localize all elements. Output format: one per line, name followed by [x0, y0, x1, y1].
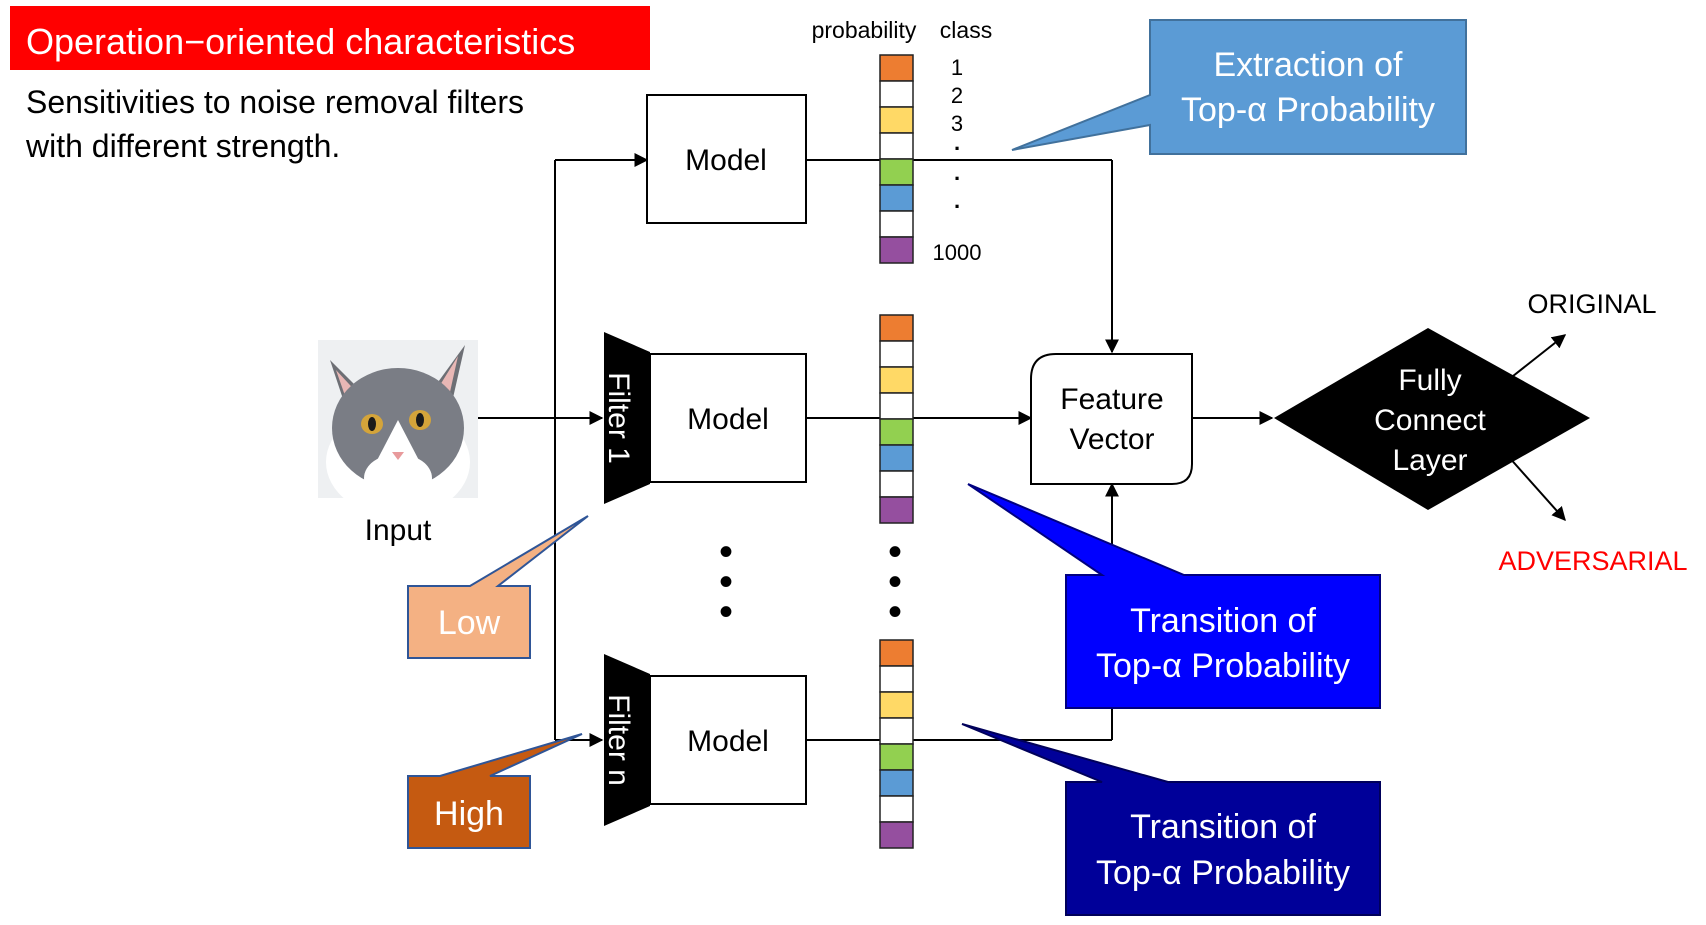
probability-column-header: probability: [812, 17, 917, 43]
high-strength-label: High: [434, 795, 504, 833]
ellipsis-dot: •: [719, 560, 733, 604]
ellipsis-dot: •: [719, 590, 733, 634]
extraction-callout-line-1: Extraction of: [1214, 46, 1404, 84]
probability-cell: [879, 717, 914, 745]
probability-cell: [879, 340, 914, 368]
transition-callout-1: Transition of Top-α Probability: [967, 483, 1381, 709]
probability-cell: [879, 444, 914, 472]
description-line-1: Sensitivities to noise removal filters: [26, 84, 524, 120]
probability-cell: [879, 132, 914, 160]
description-line-2: with different strength.: [25, 128, 340, 164]
probability-vector-filter-1: [879, 314, 914, 524]
output-adversarial: ADVERSARIAL: [1498, 546, 1687, 576]
transition-callout-2: Transition of Top-α Probability: [961, 723, 1381, 916]
ellipsis-dot: •: [888, 530, 902, 574]
feature-vector-box: Feature Vector: [1030, 353, 1193, 485]
class-column-header: class: [940, 17, 992, 43]
class-label: 3: [951, 111, 963, 136]
model-top: Model: [646, 94, 807, 224]
probability-cell: [879, 366, 914, 394]
low-strength-callout: Low: [407, 515, 589, 659]
class-label: .: [954, 160, 960, 185]
filter-1-block: [604, 332, 650, 504]
probability-cell: [879, 184, 914, 212]
model-filter-1: Model: [649, 353, 807, 483]
probability-cell: [879, 210, 914, 238]
feature-vector-line-1: Feature: [1060, 383, 1163, 416]
probability-cell: [879, 691, 914, 719]
extraction-callout: Extraction of Top-α Probability: [1011, 19, 1467, 155]
probability-cell: [879, 470, 914, 498]
fc-line-1: Fully: [1398, 364, 1461, 397]
filter-n-block: [604, 654, 650, 826]
probability-cell: [879, 418, 914, 446]
fc-line-3: Layer: [1392, 444, 1467, 477]
transition-callout-2-line-2: Top-α Probability: [1096, 854, 1350, 892]
input-label: Input: [365, 514, 432, 547]
probability-vector-filter-n: [879, 639, 914, 849]
output-original: ORIGINAL: [1527, 289, 1656, 319]
transition-callout-2-line-1: Transition of: [1130, 808, 1316, 846]
vertical-ellipsis-models: • • •: [719, 530, 733, 634]
fully-connect-layer: Fully Connect Layer: [1274, 328, 1590, 510]
transition-callout-1-line-2: Top-α Probability: [1096, 647, 1350, 685]
probability-cell: [879, 496, 914, 524]
probability-vector-top: [879, 54, 914, 264]
probability-cell: [879, 236, 914, 264]
ellipsis-dot: •: [719, 530, 733, 574]
model-top-label: Model: [685, 144, 767, 177]
model-filter-1-label: Model: [687, 403, 769, 436]
probability-cell: [879, 314, 914, 342]
probability-cell: [879, 821, 914, 849]
model-filter-n: Model: [649, 675, 807, 805]
transition-callout-1-line-1: Transition of: [1130, 602, 1316, 640]
probability-cell: [879, 795, 914, 823]
class-label: 1: [951, 55, 963, 80]
probability-cell: [879, 665, 914, 693]
input-cat-image: [318, 340, 478, 498]
vertical-ellipsis-vectors: • • •: [888, 530, 902, 634]
low-strength-label: Low: [438, 604, 501, 642]
class-labels: 1 2 3 . . . 1000: [933, 55, 982, 265]
page-title: Operation−oriented characteristics: [26, 21, 575, 62]
probability-cell: [879, 639, 914, 667]
probability-cell: [879, 769, 914, 797]
high-strength-callout: High: [407, 733, 583, 849]
title-banner: [10, 6, 650, 70]
class-label: .: [954, 130, 960, 155]
ellipsis-dot: •: [888, 560, 902, 604]
probability-cell: [879, 158, 914, 186]
filter-n-label: Filter n: [602, 694, 635, 786]
probability-cell: [879, 392, 914, 420]
probability-cell: [879, 80, 914, 108]
filter-1-label: Filter 1: [602, 372, 635, 464]
model-filter-n-label: Model: [687, 725, 769, 758]
probability-cell: [879, 54, 914, 82]
class-label: 1000: [933, 240, 982, 265]
feature-vector-line-2: Vector: [1069, 423, 1154, 456]
probability-cell: [879, 106, 914, 134]
fc-line-2: Connect: [1374, 404, 1486, 437]
class-label: 2: [951, 83, 963, 108]
connector-lines: [478, 153, 1567, 747]
class-label: .: [954, 188, 960, 213]
ellipsis-dot: •: [888, 590, 902, 634]
probability-cell: [879, 743, 914, 771]
extraction-callout-line-2: Top-α Probability: [1181, 91, 1435, 129]
